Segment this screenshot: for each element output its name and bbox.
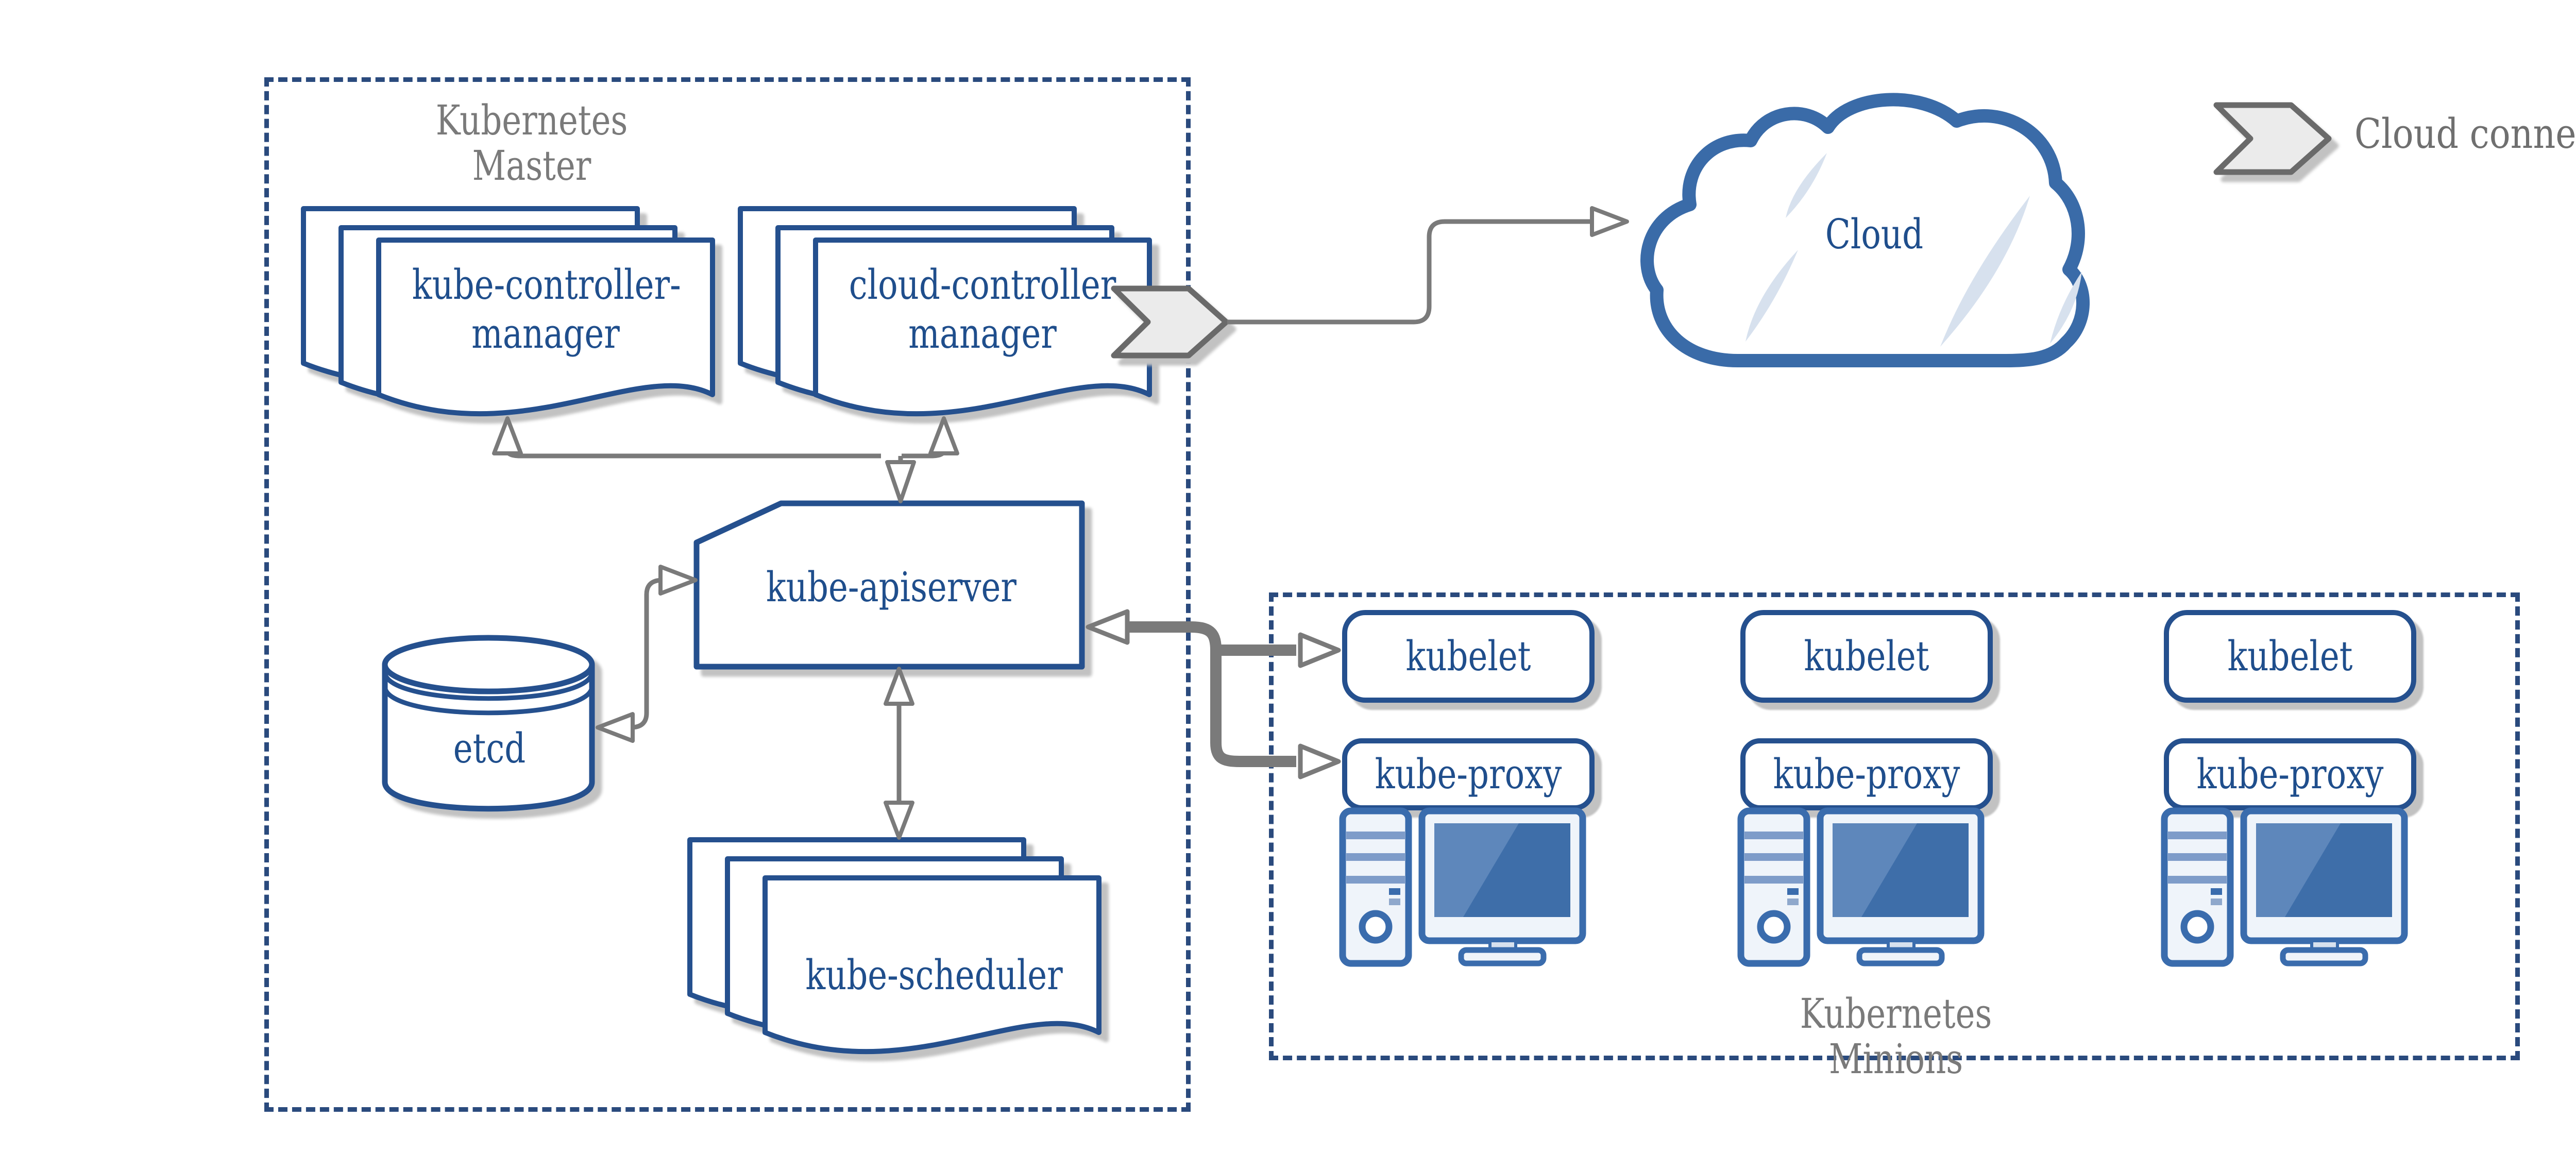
kubelet-box-node1 <box>1342 610 1595 703</box>
etcd-database-cylinder-icon <box>382 635 595 812</box>
kube-controller-manager-doc-stack-icon <box>301 206 715 417</box>
workstation-icon-node1 <box>1339 807 1586 967</box>
kubelet-label-node3: kubelet <box>2227 632 2353 680</box>
cloud-connector-legend-icon <box>2213 102 2332 175</box>
kube-apiserver-card-shape <box>693 500 1085 670</box>
cloud-controller-manager-label: cloud-controller- manager <box>849 261 1127 358</box>
kubelet-box-node2 <box>1740 610 1993 703</box>
cloud-connector-chevron-icon <box>1111 285 1229 359</box>
cloud-connector-legend-label: Cloud connector <box>2354 110 2576 158</box>
kube-proxy-label-node3: kube-proxy <box>2196 750 2384 798</box>
kube-proxy-label-node2: kube-proxy <box>1773 750 1960 798</box>
kube-proxy-label-node1: kube-proxy <box>1375 750 1562 798</box>
kube-apiserver-label: kube-apiserver <box>766 563 1016 611</box>
cloud-icon <box>1640 93 2090 367</box>
kubelet-label-node2: kubelet <box>1804 632 1929 680</box>
cloud-connector-line <box>1227 219 1592 325</box>
kube-controller-manager-label: kube-controller- manager <box>412 261 681 358</box>
workstation-icon-node3 <box>2161 807 2408 967</box>
kubernetes-master-group-box <box>264 77 1191 1112</box>
kubelet-label-node1: kubelet <box>1405 632 1531 680</box>
kubelet-box-node3 <box>2164 610 2416 703</box>
kubernetes-minions-group-box <box>1269 592 2520 1060</box>
etcd-label: etcd <box>453 724 526 772</box>
kubernetes-minions-title: Kubernetes Minions <box>1800 990 1992 1083</box>
kubernetes-master-title: Kubernetes Master <box>435 96 628 190</box>
workstation-icon-node2 <box>1737 807 1985 967</box>
cloud-controller-manager-doc-stack-icon <box>738 206 1152 417</box>
kube-scheduler-label: kube-scheduler <box>805 951 1063 999</box>
cloud-label: Cloud <box>1825 210 1924 258</box>
kube-scheduler-doc-stack-icon <box>687 837 1101 1055</box>
